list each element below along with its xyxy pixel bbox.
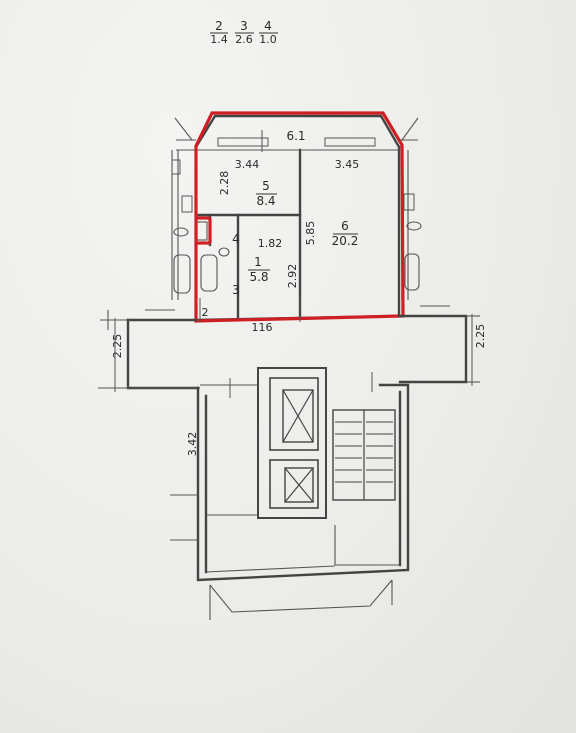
room-1-area: 5.8	[249, 270, 268, 284]
sink-icon	[218, 247, 230, 257]
room-5-area: 8.4	[256, 194, 275, 208]
lower-section-walls	[170, 383, 410, 620]
dim-room5-height: 2.28	[218, 171, 231, 196]
bathtub-icon	[200, 254, 218, 292]
bathtub-left-icon	[173, 254, 191, 294]
elevator-1-icon	[282, 389, 314, 443]
bathtub-right-icon	[404, 253, 420, 291]
dim-room6-height: 5.85	[304, 221, 317, 246]
room-6-area: 20.2	[332, 234, 359, 248]
room-6-number: 6	[341, 219, 349, 233]
dim-left-offset: 2.25	[111, 334, 124, 359]
dim-right-offset: 2.25	[474, 324, 487, 349]
room-2-number: 2	[202, 306, 209, 319]
legend-2-top: 3	[240, 19, 248, 33]
dimension-ticks	[114, 130, 473, 398]
room-5-number: 5	[262, 179, 270, 193]
legend-3-top: 4	[264, 19, 272, 33]
dim-hall-height: 2.92	[286, 264, 299, 289]
dim-top-total: 6.1	[286, 129, 305, 143]
dim-top-right: 3.45	[335, 158, 360, 171]
plumbing-fixtures	[171, 159, 422, 294]
dim-lower-height: 3.42	[186, 432, 199, 457]
room-1-number: 1	[254, 255, 262, 269]
elevator-stair-core	[257, 367, 396, 519]
elevator-2-icon	[284, 467, 314, 503]
toilet-left-icon	[173, 227, 189, 237]
dim-hall-width: 1.82	[258, 237, 283, 250]
legend-2-bottom: 2.6	[235, 33, 253, 46]
legend-1-top: 2	[215, 19, 223, 33]
area-legend: 2 1.4 3 2.6 4 1.0	[210, 19, 278, 46]
room-labels: 5 8.4 6 20.2 1 5.8 4 3 2	[202, 179, 359, 319]
dim-bottom-total: 116	[252, 321, 273, 334]
room-3-number: 3	[232, 283, 240, 297]
toilet-icon	[196, 221, 208, 241]
dim-top-left: 3.44	[235, 158, 260, 171]
dimension-labels: 6.1 3.44 3.45 2.28 5.85 1.82 2.92 116 2.…	[111, 129, 487, 456]
room-4-number: 4	[232, 232, 240, 246]
legend-3-bottom: 1.0	[259, 33, 277, 46]
legend-1-bottom: 1.4	[210, 33, 228, 46]
toilet-right-icon	[406, 221, 422, 231]
